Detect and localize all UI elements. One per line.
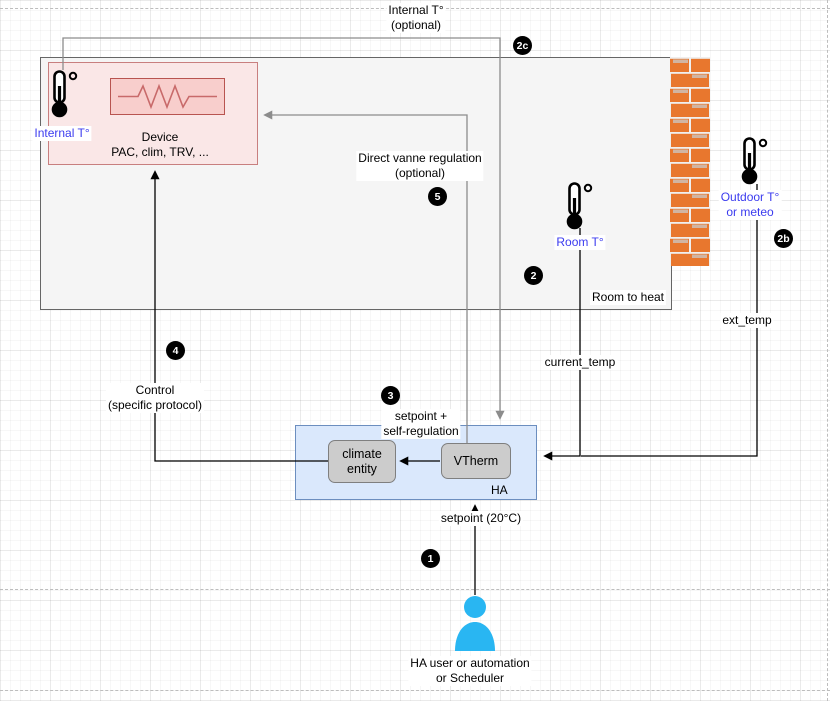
internal-temp-label: Internal T° (32, 126, 92, 141)
current-temp-label: current_temp (542, 355, 618, 370)
outdoor-thermometer-icon (739, 137, 769, 185)
person-icon (452, 595, 498, 651)
step-badge-3: 3 (381, 386, 400, 405)
control-label: Control (specific protocol) (105, 383, 205, 413)
step-badge-2b: 2b (774, 229, 793, 248)
ext-temp-label: ext_temp (720, 313, 774, 328)
room-temp-label: Room T° (554, 235, 606, 250)
climate-entity-node: climate entity (328, 440, 396, 483)
step-badge-2c: 2c (513, 36, 532, 55)
step-badge-1: 1 (421, 549, 440, 568)
brick-wall-icon (670, 57, 710, 266)
user-label: HA user or automation or Scheduler (408, 656, 532, 686)
page-divider-right (827, 0, 828, 701)
step-badge-2: 2 (524, 266, 543, 285)
setpoint-label: setpoint (20°C) (438, 511, 524, 526)
internal-temp-optional-label: Internal T° (optional) (386, 3, 446, 33)
device-title: Device (141, 130, 179, 144)
step-badge-4: 4 (166, 341, 185, 360)
room-to-heat-label: Room to heat (589, 290, 667, 305)
outdoor-temp-label: Outdoor T° or meteo (718, 190, 782, 220)
setpoint-selfreg-label: setpoint + self-regulation (381, 409, 461, 439)
vtherm-node: VTherm (441, 443, 511, 479)
direct-vanne-label: Direct vanne regulation (optional) (356, 151, 484, 181)
ha-label: HA (491, 483, 508, 497)
page-divider-middle (0, 589, 830, 590)
device-subtitle: PAC, clim, TRV, ... (111, 145, 209, 159)
step-badge-5: 5 (428, 187, 447, 206)
page-divider-bottom (0, 690, 830, 691)
